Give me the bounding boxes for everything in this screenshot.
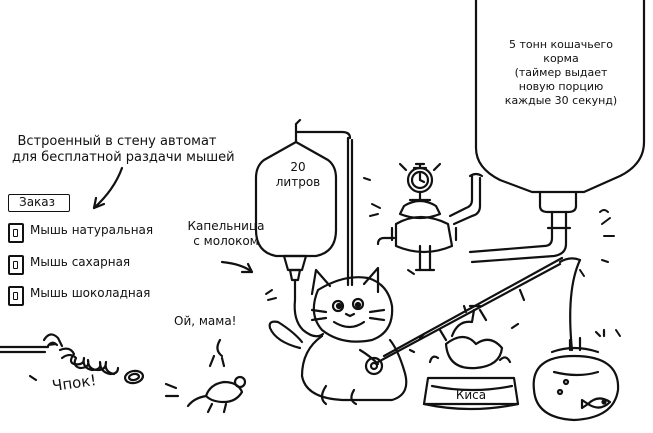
title-arrow <box>92 166 124 210</box>
drip-label-line2: с молоком <box>193 234 259 248</box>
tank-label: 5 тонн кошачьего корма (таймер выдает но… <box>486 38 636 108</box>
cat <box>268 266 408 406</box>
gauge-machine <box>376 162 458 272</box>
drip-label-line1: Капельница <box>187 219 265 233</box>
wall-floor <box>0 345 50 354</box>
splash-marks <box>265 177 621 337</box>
order-label: Заказ <box>8 194 70 212</box>
food-tank <box>474 0 646 230</box>
automat-title-line1: Встроенный в стену автомат <box>17 134 217 149</box>
order-label-text: Заказ <box>19 195 56 209</box>
mouse-dispenser <box>42 333 145 385</box>
iv-bag <box>254 130 338 338</box>
food-bowl <box>408 304 520 411</box>
slot-icon <box>8 286 24 306</box>
iv-bag-unit: литров <box>275 175 321 189</box>
tank-label-line3: (таймер выдает <box>514 66 608 79</box>
fishbowl <box>532 328 620 422</box>
drip-arrow <box>220 260 254 274</box>
menu-item-label: Мышь натуральная <box>30 223 154 237</box>
pipes <box>448 172 568 264</box>
menu-item-chocolate[interactable]: Мышь шоколадная <box>8 284 158 306</box>
fishing-rod <box>364 256 582 376</box>
mouse-speech: Ой, мама! <box>174 314 237 328</box>
iv-stand <box>294 118 354 287</box>
drip-label: Капельница с молоком <box>178 219 274 249</box>
iv-bag-volume: 20 <box>290 160 306 174</box>
slot-icon <box>8 255 24 275</box>
running-mouse <box>186 338 247 414</box>
automat-title: Встроенный в стену автомат для бесплатно… <box>12 134 235 166</box>
menu-item-label: Мышь сахарная <box>30 255 131 269</box>
iv-bag-label: 20 литров <box>270 160 326 190</box>
menu-item-label: Мышь шоколадная <box>30 286 151 300</box>
menu-item-natural[interactable]: Мышь натуральная <box>8 221 158 243</box>
tank-label-line5: каждые 30 секунд) <box>504 94 618 107</box>
motion-lines <box>28 374 180 398</box>
slot-icon <box>8 223 24 243</box>
tank-label-line1: 5 тонн кошачьего <box>509 38 613 51</box>
tank-label-line4: новую порцию <box>518 80 604 93</box>
bowl-label: Киса <box>455 388 487 402</box>
menu-item-sugar[interactable]: Мышь сахарная <box>8 253 158 275</box>
tank-label-line2: корма <box>543 52 579 65</box>
automat-title-line2: для бесплатной раздачи мышей <box>12 150 235 165</box>
